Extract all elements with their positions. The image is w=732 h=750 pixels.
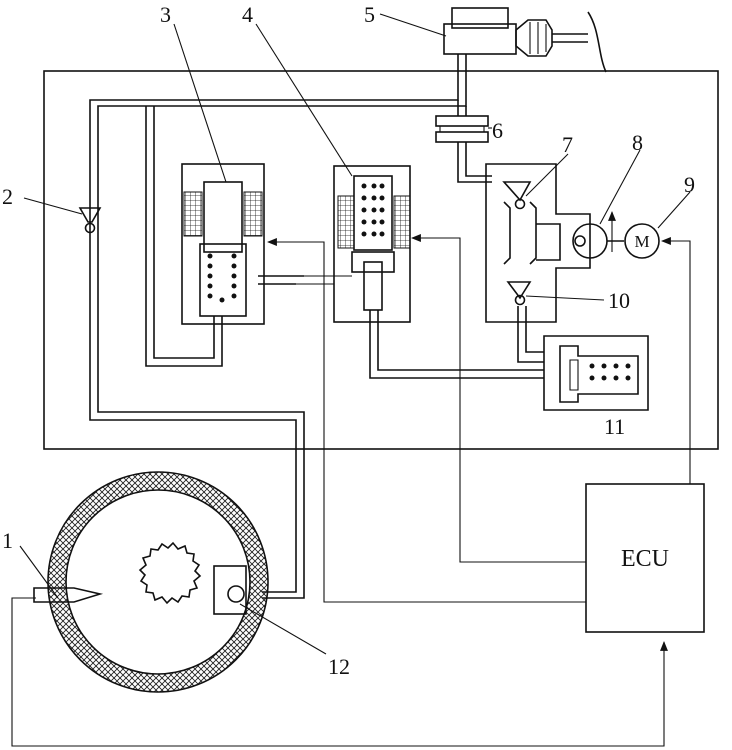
label-6: 6 bbox=[492, 118, 503, 143]
signal-wires bbox=[11, 234, 691, 747]
hydraulic-unit-frame bbox=[43, 70, 719, 450]
label-2: 2 bbox=[2, 184, 13, 209]
label-1: 1 bbox=[2, 528, 13, 553]
check-valve-2 bbox=[78, 207, 102, 234]
brake-caliper bbox=[213, 565, 247, 615]
label-7: 7 bbox=[562, 132, 573, 157]
label-5: 5 bbox=[364, 2, 375, 27]
label-11: 11 bbox=[604, 414, 625, 439]
label-3: 3 bbox=[160, 2, 171, 27]
accumulator-11 bbox=[543, 335, 649, 411]
label-8: 8 bbox=[632, 130, 643, 155]
label-12: 12 bbox=[328, 654, 350, 679]
tone-ring bbox=[138, 541, 202, 605]
ecu-label: ECU bbox=[621, 546, 669, 572]
label-4: 4 bbox=[242, 2, 253, 27]
leader-lines bbox=[19, 13, 691, 655]
wheel-speed-sensor bbox=[33, 587, 104, 603]
ecu-box: ECU bbox=[585, 483, 705, 633]
solenoid-valve-3 bbox=[181, 163, 265, 325]
return-pump bbox=[485, 163, 591, 323]
label-10: 10 bbox=[608, 288, 630, 313]
wheel-assembly bbox=[33, 471, 269, 693]
master-cylinder bbox=[443, 7, 607, 73]
brake-lines bbox=[89, 54, 544, 599]
pump-motor: M bbox=[572, 211, 660, 259]
accumulator-6 bbox=[435, 115, 489, 143]
motor-label: M bbox=[634, 232, 649, 251]
solenoid-valve-4 bbox=[333, 165, 411, 323]
label-9: 9 bbox=[684, 172, 695, 197]
